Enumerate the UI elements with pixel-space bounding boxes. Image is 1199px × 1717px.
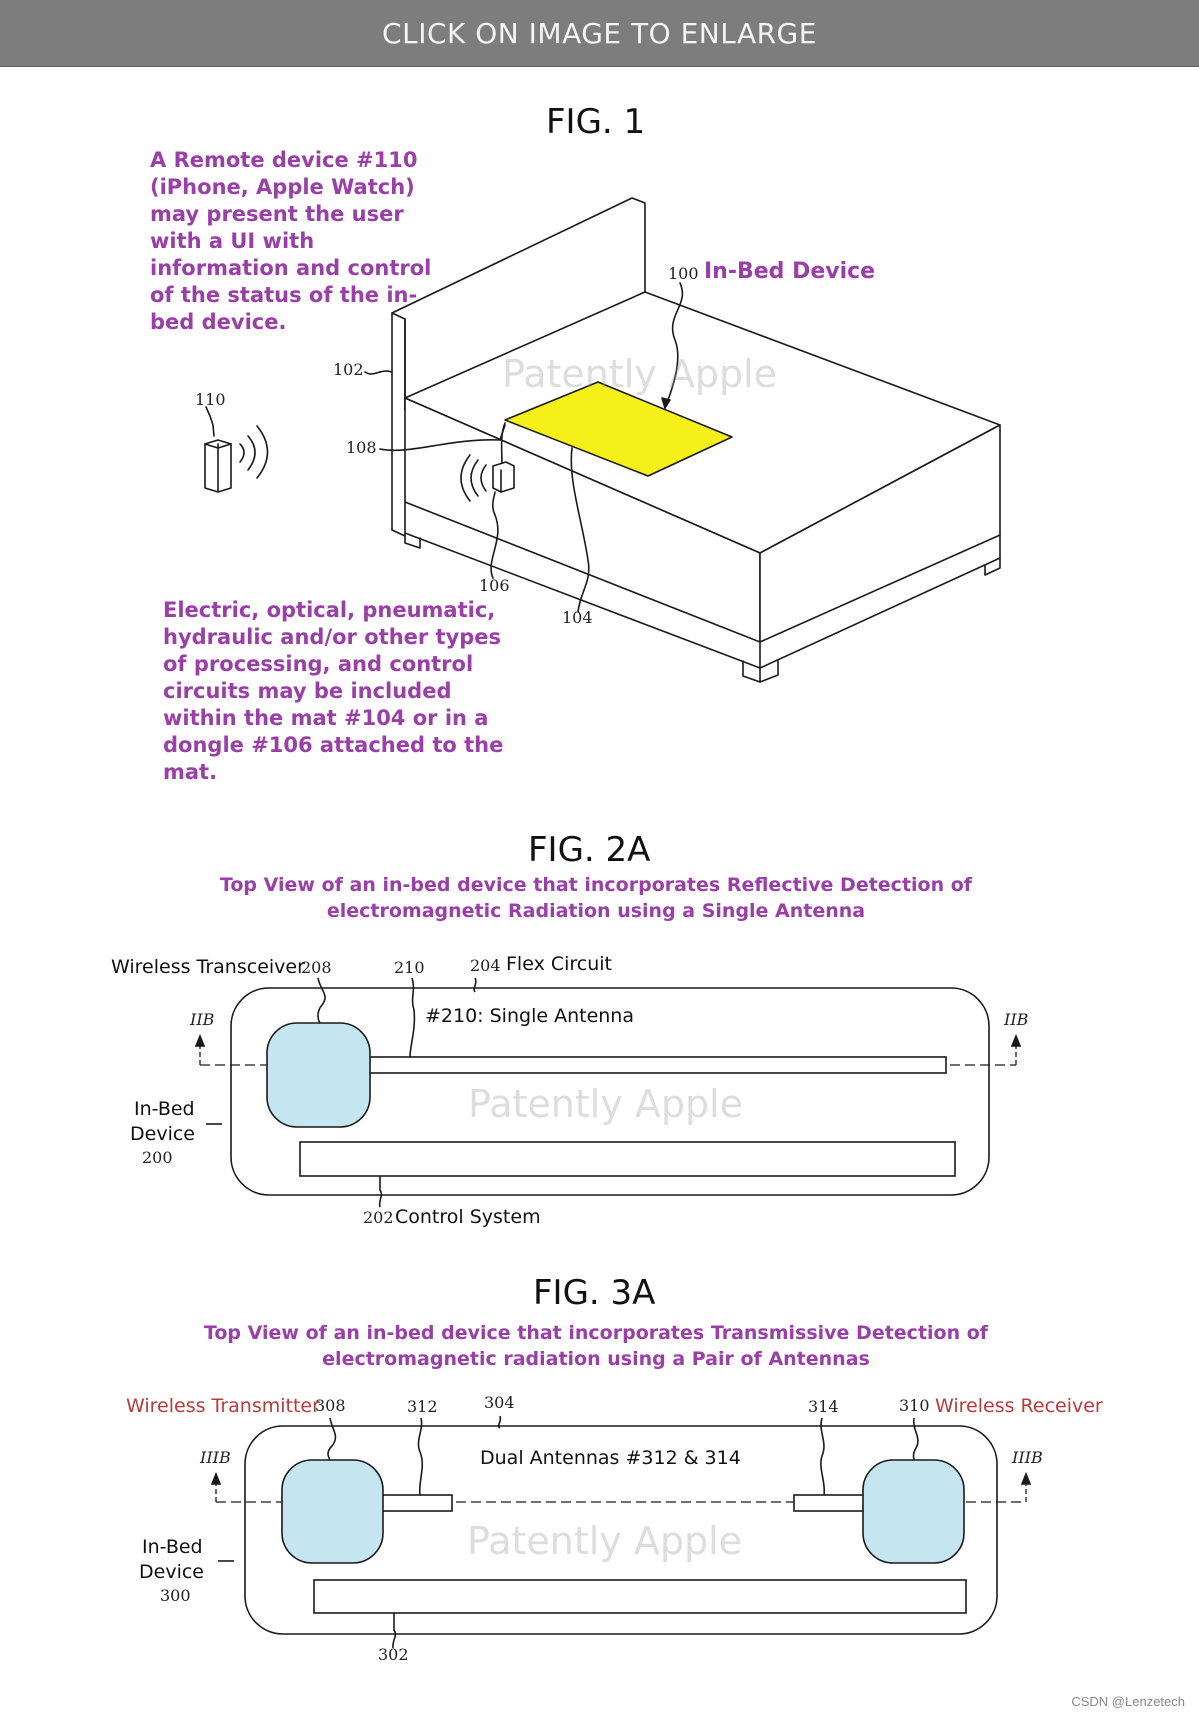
ref-106: 106 — [479, 576, 510, 595]
note-remote-line: A Remote device #110 — [150, 148, 418, 172]
ref-208: 208 — [301, 958, 332, 977]
leader-102 — [364, 370, 393, 375]
single-antenna-label: #210: Single Antenna — [425, 1005, 634, 1027]
note-remote-line: may present the user — [150, 202, 404, 226]
fig2a-subtitle-line: Top View of an in-bed device that incorp… — [219, 874, 973, 896]
note-processing-line: dongle #106 attached to the — [163, 733, 504, 757]
section-mark-iiib-right: IIIB — [1012, 1448, 1043, 1467]
ref-110: 110 — [195, 390, 226, 409]
fig3a-title: FIG. 3A — [533, 1273, 656, 1313]
section-mark-iib-right: IIB — [1004, 1010, 1029, 1029]
mat-104 — [504, 381, 733, 477]
in-bed-device-label: In-Bed Device — [704, 259, 876, 284]
ref-200: 200 — [142, 1148, 173, 1167]
ref-104: 104 — [562, 608, 593, 627]
watermark: Patently Apple — [468, 1082, 744, 1126]
antenna-314 — [793, 1494, 875, 1512]
note-remote-line: of the status of the in- — [150, 283, 418, 307]
note-processing-line: hydraulic and/or other types — [163, 625, 502, 649]
fig3a-subtitle: Top View of an in-bed device that incorp… — [196, 1320, 996, 1372]
leader-104 — [570, 447, 590, 613]
note-remote-device: A Remote device #110 (iPhone, Apple Watc… — [150, 147, 431, 336]
wireless-transmitter-label: Wireless Transmitter — [126, 1395, 320, 1417]
section-mark-iib-left: IIB — [190, 1010, 215, 1029]
device-label-line: Device — [130, 1123, 195, 1145]
wireless-transceiver-label: Wireless Transceiver — [111, 956, 305, 978]
leader-110 — [205, 406, 215, 437]
control-system-label: Control System — [395, 1206, 541, 1228]
watermark: Patently Apple — [467, 1519, 743, 1563]
wireless-transceiver-208 — [266, 1022, 371, 1128]
bed-leg — [984, 557, 1001, 576]
remote-signal-icon — [239, 443, 245, 463]
fig3a-subtitle-line: electromagnetic radiation using a Pair o… — [322, 1348, 870, 1370]
enlarge-banner[interactable]: CLICK ON IMAGE TO ENLARGE — [0, 0, 1199, 67]
dongle-signal-icon — [480, 464, 487, 492]
leader-100 — [664, 282, 684, 409]
fig2a-subtitle: Top View of an in-bed device that incorp… — [196, 872, 996, 924]
ref-314: 314 — [808, 1397, 839, 1416]
ref-302: 302 — [378, 1645, 409, 1664]
flex-circuit-label: Flex Circuit — [506, 953, 613, 975]
device-label-line: In-Bed — [134, 1098, 195, 1120]
ref-210: 210 — [394, 958, 425, 977]
note-processing-line: Electric, optical, pneumatic, — [163, 598, 496, 622]
fig2a-title: FIG. 2A — [528, 830, 651, 870]
note-remote-line: with a UI with — [150, 229, 315, 253]
ref-100: 100 — [668, 264, 699, 283]
device-label-line: In-Bed — [142, 1536, 203, 1558]
note-remote-line: bed device. — [150, 310, 287, 334]
ref-202: 202 — [363, 1208, 394, 1227]
note-processing-line: mat. — [163, 760, 218, 784]
wireless-receiver-label: Wireless Receiver — [935, 1395, 1103, 1417]
ref-204: 204 — [470, 956, 501, 975]
antenna-312 — [371, 1494, 453, 1512]
ref-304: 304 — [484, 1393, 515, 1412]
ref-312: 312 — [407, 1397, 438, 1416]
bed-leg — [404, 532, 421, 549]
bed-leg — [742, 660, 761, 683]
note-processing-line: of processing, and control — [163, 652, 474, 676]
ref-310: 310 — [899, 1396, 930, 1415]
note-processing-line: circuits may be included — [163, 679, 452, 703]
ref-108: 108 — [346, 438, 377, 457]
note-processing-line: within the mat #104 or in a — [163, 706, 489, 730]
leader-106 — [490, 491, 499, 579]
wireless-receiver-310 — [862, 1459, 965, 1564]
fig3a-subtitle-line: Top View of an in-bed device that incorp… — [203, 1322, 989, 1344]
in-bed-device-200-label: In-Bed — [134, 1098, 195, 1120]
ref-102: 102 — [333, 360, 364, 379]
wireless-transmitter-308 — [281, 1459, 384, 1564]
ref-308: 308 — [315, 1396, 346, 1415]
section-mark-iiib-left: IIIB — [200, 1448, 231, 1467]
dongle-106 — [492, 461, 515, 493]
fig2a-subtitle-line: electromagnetic Radiation using a Single… — [326, 900, 866, 922]
device-label-line: Device — [139, 1561, 204, 1583]
source-credit: CSDN @Lenzetech — [1071, 1694, 1185, 1709]
dual-antennas-label: Dual Antennas #312 & 314 — [480, 1447, 741, 1469]
bed-leg — [759, 660, 779, 683]
control-system-302 — [313, 1579, 967, 1614]
note-processing: Electric, optical, pneumatic, hydraulic … — [163, 597, 503, 786]
ref-300: 300 — [160, 1586, 191, 1605]
watermark: Patently Apple — [502, 352, 778, 396]
control-system-202 — [299, 1141, 956, 1177]
note-remote-line: information and control — [150, 256, 432, 280]
note-remote-line: (iPhone, Apple Watch) — [150, 175, 415, 199]
leader-108 — [379, 424, 506, 452]
single-antenna-210 — [359, 1056, 947, 1074]
fig1-title: FIG. 1 — [546, 102, 646, 142]
